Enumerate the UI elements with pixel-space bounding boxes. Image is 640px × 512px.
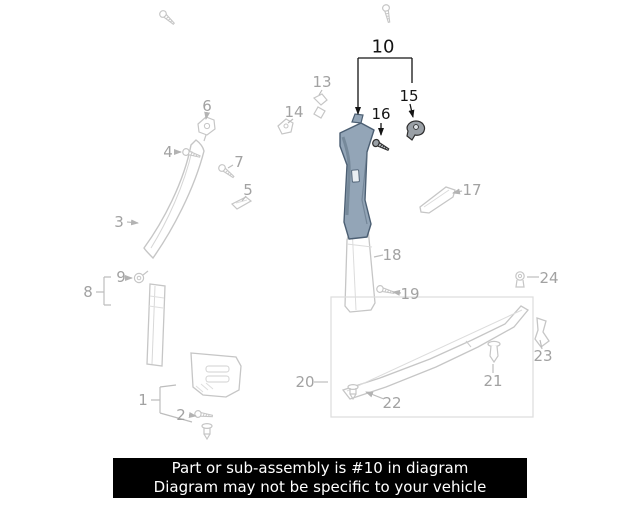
callout-22: 22	[382, 394, 402, 412]
part-1-clip	[201, 423, 213, 441]
callout-24: 24	[539, 269, 559, 287]
notice-banner: Part or sub-assembly is #10 in diagram D…	[113, 458, 527, 498]
callout-21: 21	[483, 372, 503, 390]
banner-line1: Part or sub-assembly is #10 in diagram	[171, 459, 469, 477]
callout-17: 17	[462, 181, 482, 199]
part-21-clip	[487, 340, 501, 364]
callout-15: 15	[399, 87, 419, 105]
callout-2: 2	[176, 406, 186, 424]
leader-lines-black	[355, 57, 415, 136]
part-19-screw	[375, 284, 396, 297]
callout-9: 9	[116, 268, 126, 286]
part-16-screw	[372, 138, 390, 151]
callout-6: 6	[202, 97, 212, 115]
part-13-clip	[312, 93, 328, 119]
part-2-screw	[193, 409, 214, 420]
part-20-sill-plate	[330, 296, 534, 418]
callout-19: 19	[400, 285, 420, 303]
leader-lines-gray	[96, 89, 543, 423]
fastener-screw-icon	[381, 3, 393, 24]
part-15-clip	[406, 120, 426, 141]
callout-20: 20	[295, 373, 315, 391]
part-9-grommet	[133, 270, 149, 284]
callout-23: 23	[533, 347, 553, 365]
callout-16: 16	[371, 105, 391, 123]
callout-10: 10	[371, 36, 395, 58]
part-24-clip	[515, 271, 525, 288]
part-8-pillar-lower-trim	[146, 283, 166, 367]
banner-line2: Diagram may not be specific to your vehi…	[153, 478, 487, 496]
callout-14: 14	[284, 103, 304, 121]
fastener-screw-icon	[157, 8, 177, 27]
part-3-a-pillar-trim	[143, 139, 205, 260]
callout-13: 13	[312, 73, 332, 91]
callout-1: 1	[138, 391, 148, 409]
part-23-bracket	[534, 317, 550, 348]
callout-5: 5	[243, 181, 253, 199]
part-17-cover	[419, 186, 456, 214]
callout-18: 18	[382, 246, 402, 264]
part-10-pillar-trim-highlighted	[339, 113, 375, 240]
callout-7: 7	[234, 153, 244, 171]
callout-3: 3	[114, 213, 124, 231]
part-5-clip	[230, 196, 253, 210]
part-1-kick-panel	[190, 352, 242, 398]
callout-8: 8	[83, 283, 93, 301]
part-22-grommet	[347, 384, 359, 401]
part-6-bracket	[197, 116, 216, 142]
callout-4: 4	[163, 143, 173, 161]
